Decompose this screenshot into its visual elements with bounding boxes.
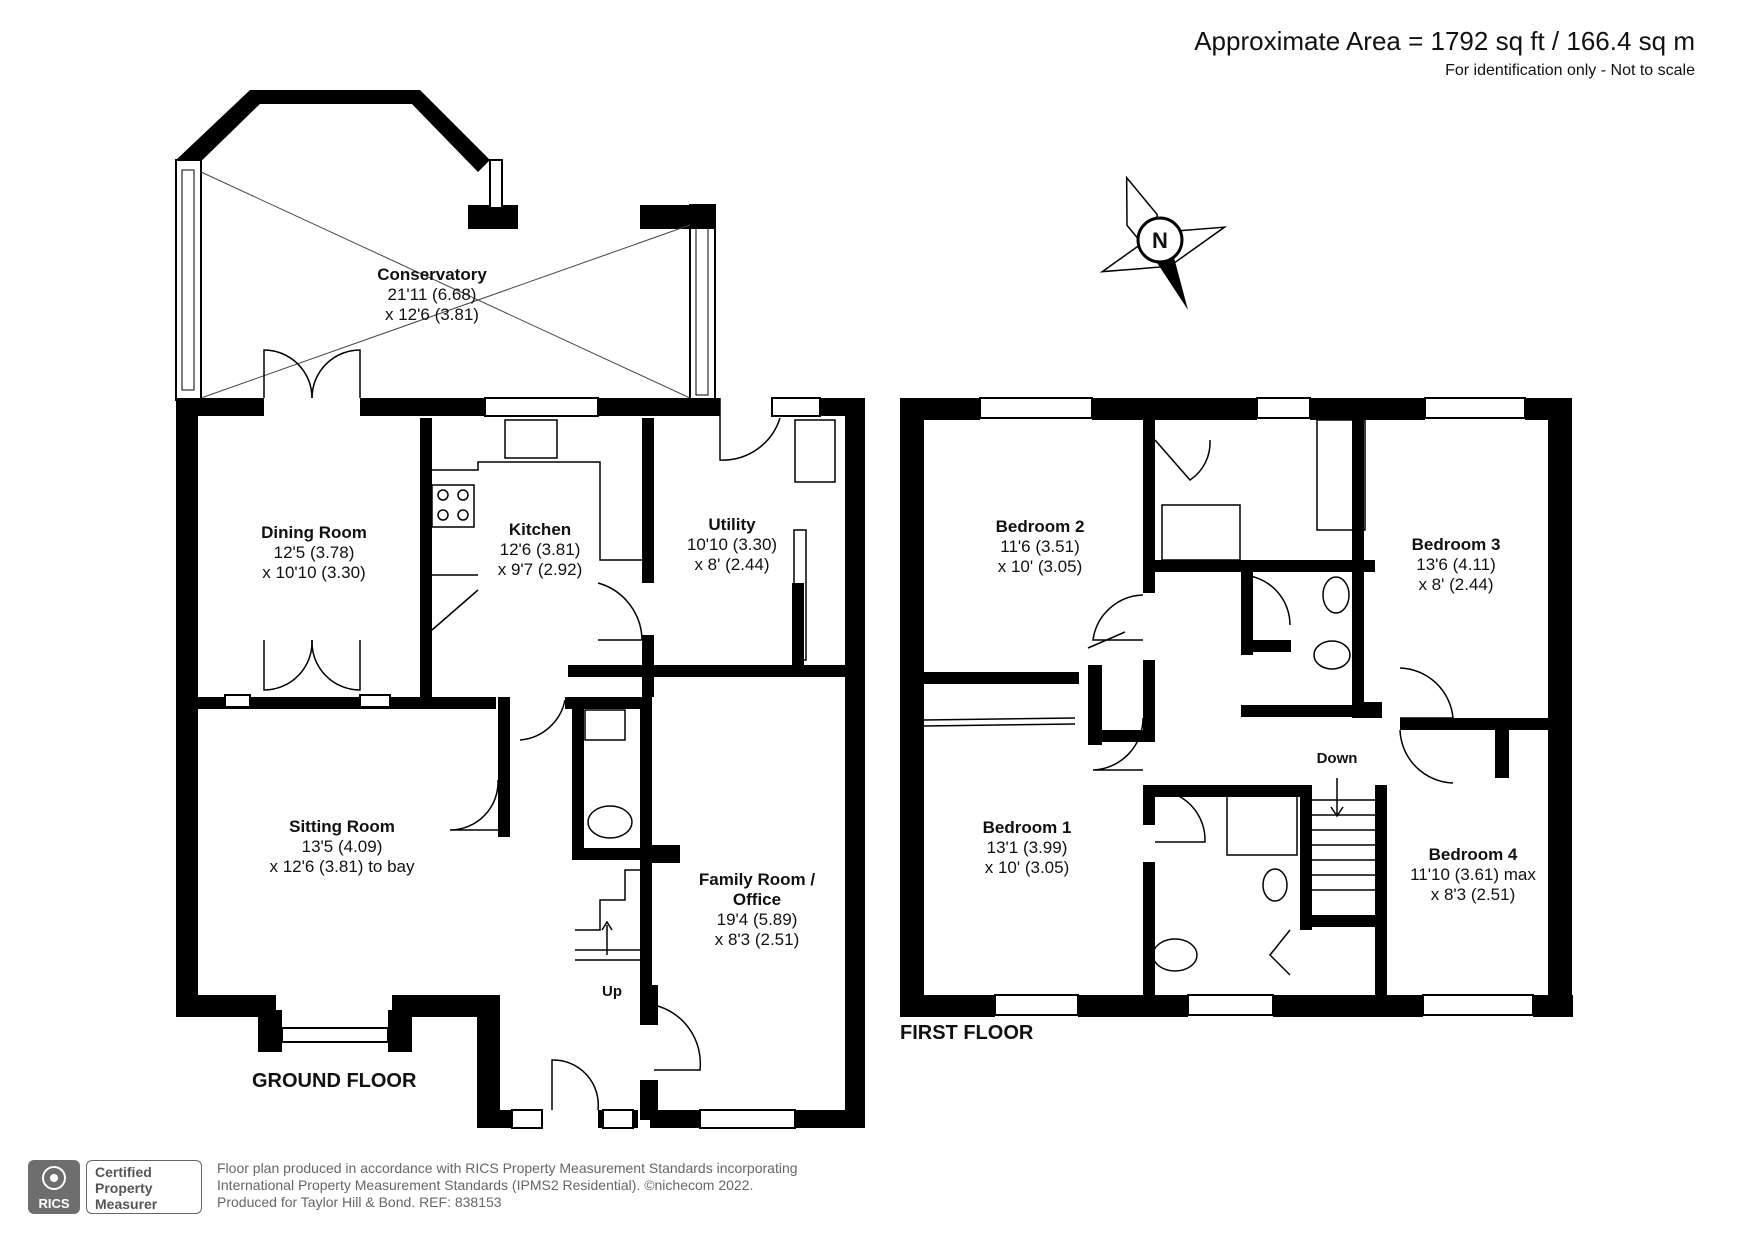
kitchen-sink-icon	[504, 419, 558, 459]
room-label-dining-room: Dining Room 12'5 (3.78) x 10'10 (3.30)	[261, 523, 367, 583]
scale-note: For identification only - Not to scale	[1445, 62, 1695, 79]
room-label-conservatory: Conservatory 21'11 (6.68) x 12'6 (3.81)	[377, 265, 487, 325]
footer-line: International Property Measurement Stand…	[217, 1177, 754, 1193]
footer-disclaimer: Floor plan produced in accordance with R…	[217, 1160, 798, 1211]
room-dim: 12'6 (3.81)	[499, 540, 581, 559]
ground-floor-doors	[263, 349, 781, 1111]
compass-letter: N	[1152, 228, 1168, 253]
room-label-bedroom-1: Bedroom 1 13'1 (3.99) x 10' (3.05)	[983, 818, 1072, 878]
toilet-icon-2	[1313, 640, 1351, 670]
room-name: Dining Room	[261, 523, 367, 542]
conservatory-frame	[175, 90, 716, 401]
room-label-bedroom-3: Bedroom 3 13'6 (4.11) x 8' (2.44)	[1412, 535, 1501, 595]
compass-rose-icon	[1099, 175, 1228, 310]
room-dim: 21'11 (6.68)	[387, 285, 477, 304]
basin-icon-3	[1262, 868, 1288, 902]
room-dim: 13'1 (3.99)	[986, 838, 1068, 857]
room-label-kitchen: Kitchen 12'6 (3.81) x 9'7 (2.92)	[498, 520, 583, 580]
first-floor-windows	[979, 397, 1534, 1016]
room-dim: x 12'6 (3.81)	[385, 305, 479, 324]
room-name: Family Room /	[698, 870, 816, 889]
room-name: Bedroom 3	[1411, 535, 1501, 554]
ground-floor-walls	[175, 90, 865, 1128]
rics-emblem-icon	[28, 1160, 80, 1214]
first-floor-walls	[900, 398, 1573, 1017]
rics-logo-text: RICS	[38, 1196, 70, 1211]
room-dim: 10'10 (3.30)	[686, 535, 778, 554]
room-name: Sitting Room	[289, 817, 395, 836]
room-dim: x 8'3 (2.51)	[714, 930, 800, 949]
room-name: Utility	[708, 515, 756, 534]
rics-logo: RICS Certified Property Measurer	[28, 1160, 204, 1214]
bath-icon	[1316, 419, 1366, 531]
room-dim: x 8'3 (2.51)	[1430, 885, 1516, 904]
hob-icon	[431, 484, 475, 528]
certified-badge: Certified Property Measurer	[86, 1160, 202, 1214]
badge-line: Measurer	[95, 1196, 158, 1212]
badge-line: Certified	[95, 1164, 152, 1180]
room-dim: 12'5 (3.78)	[273, 543, 355, 562]
room-name: Bedroom 2	[995, 517, 1085, 536]
ground-floor-fixtures	[431, 419, 836, 961]
room-dim: 13'5 (4.09)	[301, 837, 383, 856]
first-floor-doors	[923, 439, 1454, 976]
ground-floor-windows	[224, 397, 821, 1129]
room-dim: x 9'7 (2.92)	[497, 560, 583, 579]
room-label-family-room: Family Room / Office 19'4 (5.89) x 8'3 (…	[699, 870, 815, 950]
room-name: Bedroom 1	[982, 818, 1072, 837]
footer-line: Produced for Taylor Hill & Bond. REF: 83…	[217, 1194, 502, 1210]
toilet-icon	[587, 805, 633, 839]
room-name-2: Office	[732, 890, 782, 909]
room-label-bedroom-2: Bedroom 2 11'6 (3.51) x 10' (3.05)	[996, 517, 1085, 577]
room-dim: x 8' (2.44)	[1418, 575, 1494, 594]
room-dim: x 10'10 (3.30)	[262, 563, 366, 582]
toilet-icon-3	[1152, 938, 1198, 972]
room-dim: x 8' (2.44)	[694, 555, 770, 574]
stairs-up-label: Up	[602, 983, 622, 1000]
footer-line: Floor plan produced in accordance with R…	[217, 1160, 798, 1176]
room-label-sitting-room: Sitting Room 13'5 (4.09) x 12'6 (3.81) t…	[270, 817, 415, 877]
room-label-utility: Utility 10'10 (3.30) x 8' (2.44)	[687, 515, 777, 575]
basin-icon	[584, 709, 626, 741]
room-dim: x 10' (3.05)	[997, 557, 1083, 576]
room-dim: 19'4 (5.89)	[716, 910, 798, 929]
stairs-down-label: Down	[1316, 750, 1358, 767]
first-floor-fixtures	[1152, 419, 1375, 972]
room-label-bedroom-4: Bedroom 4 11'10 (3.61) max x 8'3 (2.51)	[1410, 845, 1536, 905]
room-dim: 13'6 (4.11)	[1416, 555, 1496, 574]
basin-icon-2	[1322, 576, 1350, 614]
ground-floor-label: GROUND FLOOR	[252, 1070, 417, 1092]
shower-tray-icon-2	[1226, 789, 1298, 856]
room-dim: x 12'6 (3.81) to bay	[269, 857, 415, 876]
shower-tray-icon	[1161, 504, 1241, 561]
room-name: Bedroom 4	[1428, 845, 1518, 864]
approximate-area: Approximate Area = 1792 sq ft / 166.4 sq…	[1194, 26, 1695, 56]
utility-sink-icon	[794, 419, 836, 483]
room-name: Kitchen	[508, 520, 572, 539]
room-dim: 11'6 (3.51)	[1000, 537, 1080, 556]
first-floor-label: FIRST FLOOR	[900, 1022, 1034, 1044]
room-dim: 11'10 (3.61) max	[1410, 865, 1536, 884]
badge-line: Property	[95, 1180, 153, 1196]
room-dim: x 10' (3.05)	[984, 858, 1070, 877]
room-name: Conservatory	[377, 265, 487, 284]
